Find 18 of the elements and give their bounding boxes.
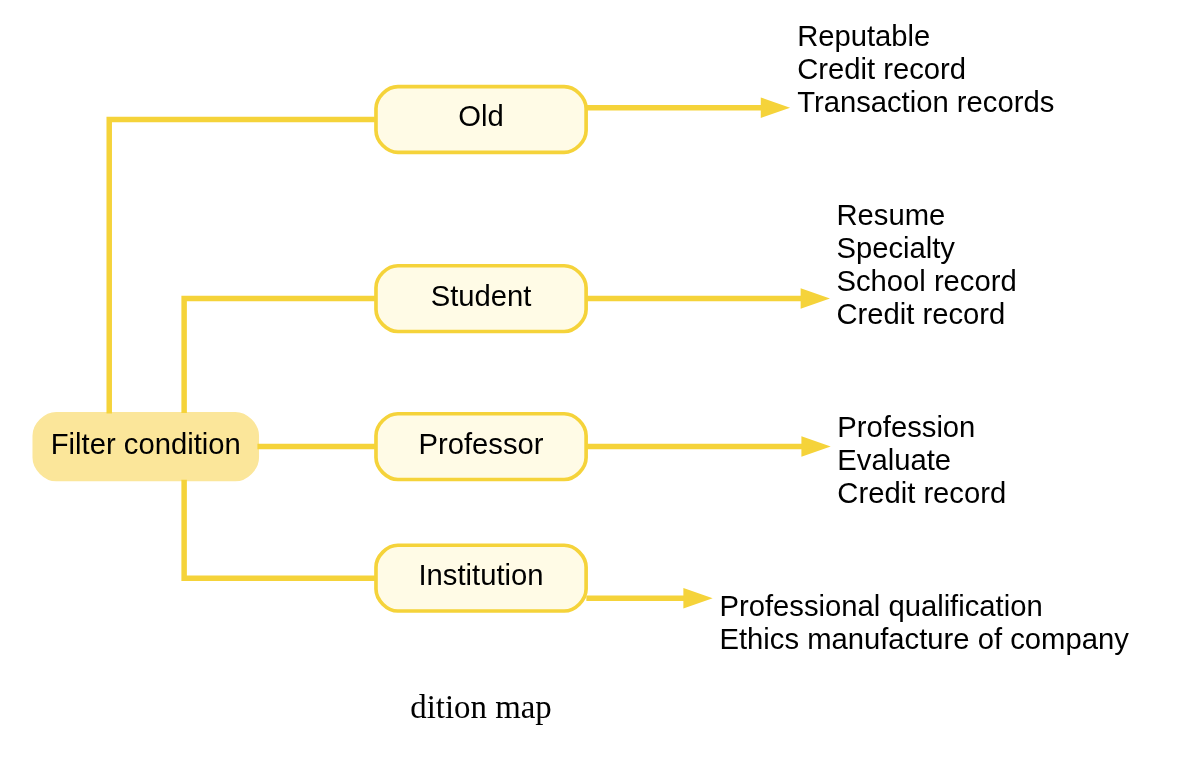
node-box: Student [374,263,588,334]
node-text: Resume Specialty School record Credit record [836,199,1017,330]
connector [181,479,376,581]
node-box: Filter condition [32,411,260,482]
node-text: Professional qualification Ethics manufacture of company [719,590,1129,656]
node-box: Old [374,84,588,155]
label: dition map [410,688,552,725]
connector [181,295,376,413]
arrow [586,288,830,309]
arrow [586,436,831,457]
arrow [586,97,791,118]
connector [106,116,376,414]
connector [257,443,376,450]
node-text: Profession Evaluate Credit record [837,411,1007,509]
arrow [586,588,713,609]
node-text: Reputable Credit record Transaction records [797,20,1055,118]
node-box: Institution [374,543,588,613]
node-box: Professor [374,411,588,482]
